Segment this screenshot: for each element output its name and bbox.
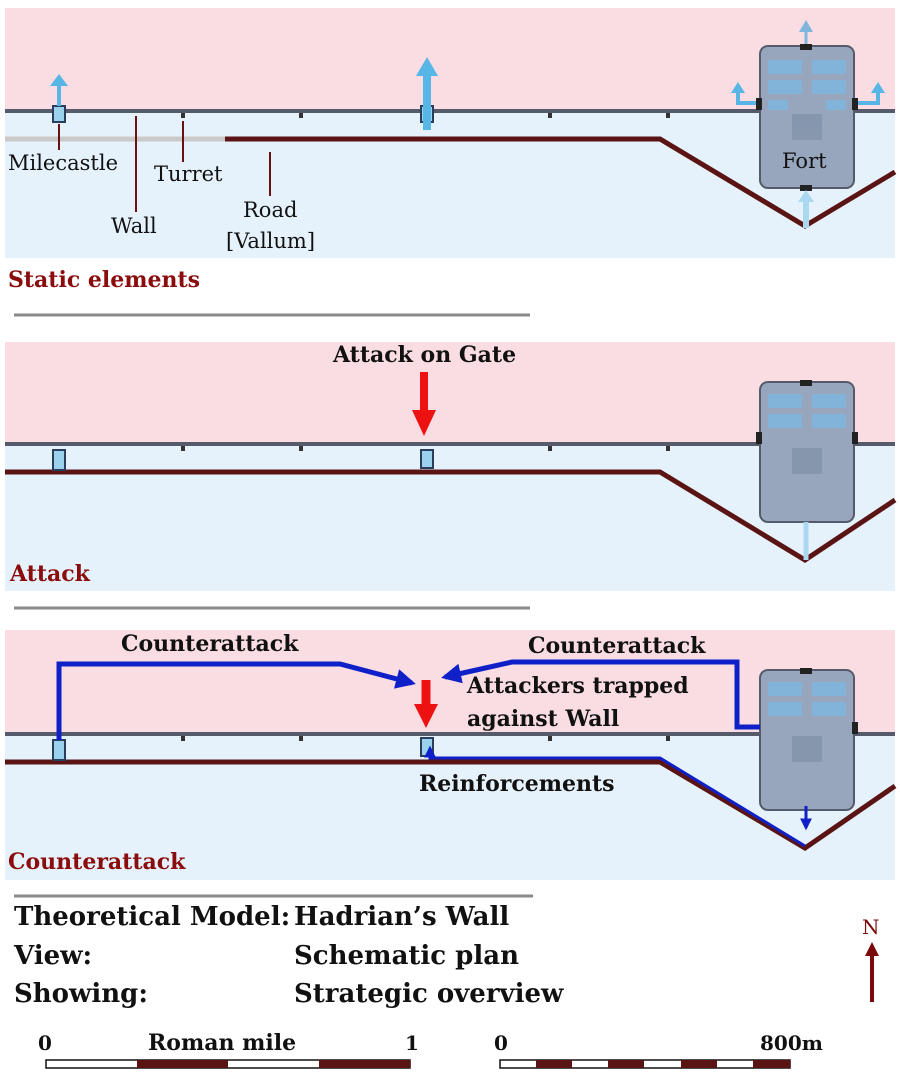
- scale-metric-end: 800m: [760, 1031, 823, 1055]
- movement-arrow-icon: [50, 74, 68, 106]
- annotation-counterattack-left: Counterattack: [121, 631, 299, 657]
- info-showing-row: Showing: Strategic overview: [14, 979, 563, 1009]
- turret: [548, 446, 552, 451]
- section-title-static: Static elements: [8, 267, 200, 293]
- fort-gate: [852, 722, 858, 734]
- turret: [299, 446, 303, 451]
- fort-barracks: [768, 60, 846, 140]
- north-label: N: [862, 915, 880, 939]
- info-showing-value: Strategic overview: [294, 979, 564, 1009]
- south-zone: [5, 112, 895, 258]
- info-model-key: Theoretical Model:: [14, 902, 291, 932]
- annotation-reinforcements: Reinforcements: [419, 771, 615, 797]
- turret: [666, 446, 670, 451]
- info-view-row: View: Schematic plan: [14, 941, 519, 971]
- road-vallum: [5, 469, 897, 563]
- panel-counterattack: Counterattack Counterattack Attackers tr…: [5, 630, 897, 880]
- turret: [181, 113, 185, 118]
- movement-arrow-icon: [731, 82, 756, 105]
- turret: [666, 113, 670, 118]
- scale-roman-end: 1: [405, 1031, 419, 1055]
- milecastle: [52, 105, 66, 123]
- info-view-key: View:: [14, 941, 93, 971]
- panel-attack: Attack on Gate Attack: [5, 342, 897, 591]
- fort-gate: [852, 98, 858, 110]
- annotation-counterattack-right: Counterattack: [528, 633, 706, 659]
- south-zone: [5, 444, 895, 591]
- fort-gate: [800, 668, 812, 674]
- road-vallum: [225, 136, 897, 229]
- section-title-attack: Attack: [9, 561, 91, 587]
- fort-barracks: [768, 682, 846, 762]
- info-view-value: Schematic plan: [294, 941, 519, 971]
- fort-gate: [800, 185, 812, 191]
- fort-gate: [800, 44, 812, 50]
- turret: [181, 446, 185, 451]
- fort-gate: [756, 98, 762, 110]
- turret: [666, 736, 670, 741]
- scale-bar-metric: 0 800m: [494, 1031, 823, 1069]
- scale-roman-start: 0: [38, 1031, 52, 1055]
- turret: [181, 736, 185, 741]
- north-zone: [5, 8, 895, 112]
- counterattack-route-right: [441, 659, 760, 730]
- movement-arrow-icon: [858, 82, 885, 105]
- label-wall: Wall: [111, 214, 157, 238]
- label-road: Road: [243, 198, 297, 222]
- label-fort: Fort: [782, 149, 827, 173]
- label-turret: Turret: [154, 162, 223, 186]
- info-showing-key: Showing:: [14, 979, 148, 1009]
- reinforcement-route: [424, 745, 806, 848]
- panel-static: Milecastle Turret Wall Road [Vallum] For…: [5, 8, 897, 293]
- turret: [299, 113, 303, 118]
- north-arrow-icon: N: [862, 915, 880, 1002]
- north-zone: [5, 342, 895, 444]
- fort-gate: [852, 432, 858, 444]
- label-milecastle: Milecastle: [8, 151, 118, 175]
- milecastle: [52, 449, 66, 471]
- info-model-row: Theoretical Model:Hadrian’s Wall: [14, 902, 509, 932]
- annotation-trapped-1: Attackers trapped: [466, 673, 689, 699]
- fort-gate: [800, 380, 812, 386]
- turret: [548, 113, 552, 118]
- scale-bar-roman: 0 Roman mile 1: [38, 1030, 419, 1069]
- fort-gate: [756, 432, 762, 444]
- info-model-value: Hadrian’s Wall: [294, 902, 510, 932]
- label-vallum: [Vallum]: [226, 229, 315, 253]
- annotation-attack-on-gate: Attack on Gate: [332, 342, 516, 368]
- movement-arrow-icon: [798, 190, 814, 228]
- section-title-counterattack: Counterattack: [8, 849, 186, 875]
- attack-arrow-icon: [412, 372, 436, 436]
- turret: [299, 736, 303, 741]
- fort-barracks: [768, 394, 846, 474]
- counterattack-route-left: [56, 661, 416, 740]
- attack-arrow-icon: [414, 680, 438, 728]
- turret: [548, 736, 552, 741]
- movement-arrow-icon: [799, 20, 813, 44]
- annotation-trapped-2: against Wall: [467, 706, 619, 732]
- scale-metric-start: 0: [494, 1031, 508, 1055]
- road-vallum: [5, 759, 897, 851]
- scale-roman-label: Roman mile: [148, 1030, 296, 1056]
- milecastle: [52, 739, 66, 761]
- movement-arrow-icon: [416, 57, 438, 130]
- milecastle: [420, 449, 434, 469]
